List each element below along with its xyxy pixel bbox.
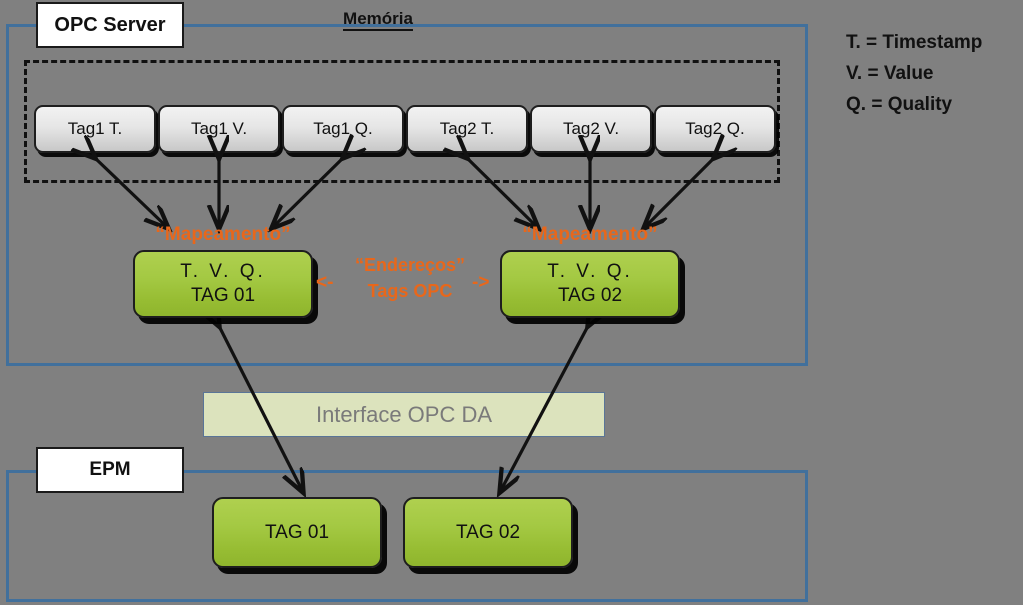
- address-arrow-right-icon: ->: [472, 272, 490, 293]
- epm-tag-02-box[interactable]: TAG 02: [403, 497, 573, 568]
- server-tag-02-box[interactable]: T. V. Q. TAG 02: [500, 250, 680, 318]
- server-tag-01-name: TAG 01: [190, 285, 256, 306]
- mapping-label-right: “Mapeamento”: [522, 224, 658, 245]
- legend-row-quality: Q. = Quality: [846, 93, 953, 115]
- opc-server-zone: [6, 24, 808, 366]
- memory-chip-tag1-q[interactable]: Tag1 Q.: [282, 105, 404, 153]
- server-tag-02-name: TAG 02: [557, 285, 623, 306]
- legend-row-timestamp: T. = Timestamp: [846, 32, 983, 53]
- epm-tag-01-label: TAG 01: [264, 521, 330, 543]
- address-note-line1: “Endereços”: [354, 255, 466, 275]
- memory-region: [24, 60, 780, 183]
- epm-tag-02-label: TAG 02: [455, 521, 521, 543]
- memory-chip-tag1-t[interactable]: Tag1 T.: [34, 105, 156, 153]
- memory-chip-tag2-v[interactable]: Tag2 V.: [530, 105, 652, 153]
- interface-opc-da-bar: Interface OPC DA: [203, 392, 605, 437]
- address-note: “Endereços” Tags OPC: [330, 252, 490, 304]
- epm-title: EPM: [36, 447, 184, 493]
- memory-chip-tag2-t[interactable]: Tag2 T.: [406, 105, 528, 153]
- server-tag-02-attributes: T. V. Q.: [547, 261, 633, 283]
- opc-server-title: OPC Server: [36, 2, 184, 48]
- epm-zone: [6, 470, 808, 602]
- legend-row-value: V. = Value: [846, 62, 934, 84]
- memory-chip-tag2-q[interactable]: Tag2 Q.: [654, 105, 776, 153]
- memory-label-text: Memória: [343, 9, 413, 31]
- epm-tag-01-box[interactable]: TAG 01: [212, 497, 382, 568]
- address-arrow-left-icon: <-: [316, 272, 334, 293]
- server-tag-01-box[interactable]: T. V. Q. TAG 01: [133, 250, 313, 318]
- address-note-line2: Tags OPC: [367, 281, 453, 302]
- legend: T. = Timestamp V. = Value Q. = Quality: [846, 28, 982, 120]
- memory-chip-tag1-v[interactable]: Tag1 V.: [158, 105, 280, 153]
- mapping-label-left: “Mapeamento”: [155, 224, 291, 245]
- memory-label: Memória: [0, 9, 756, 31]
- server-tag-01-attributes: T. V. Q.: [180, 261, 266, 283]
